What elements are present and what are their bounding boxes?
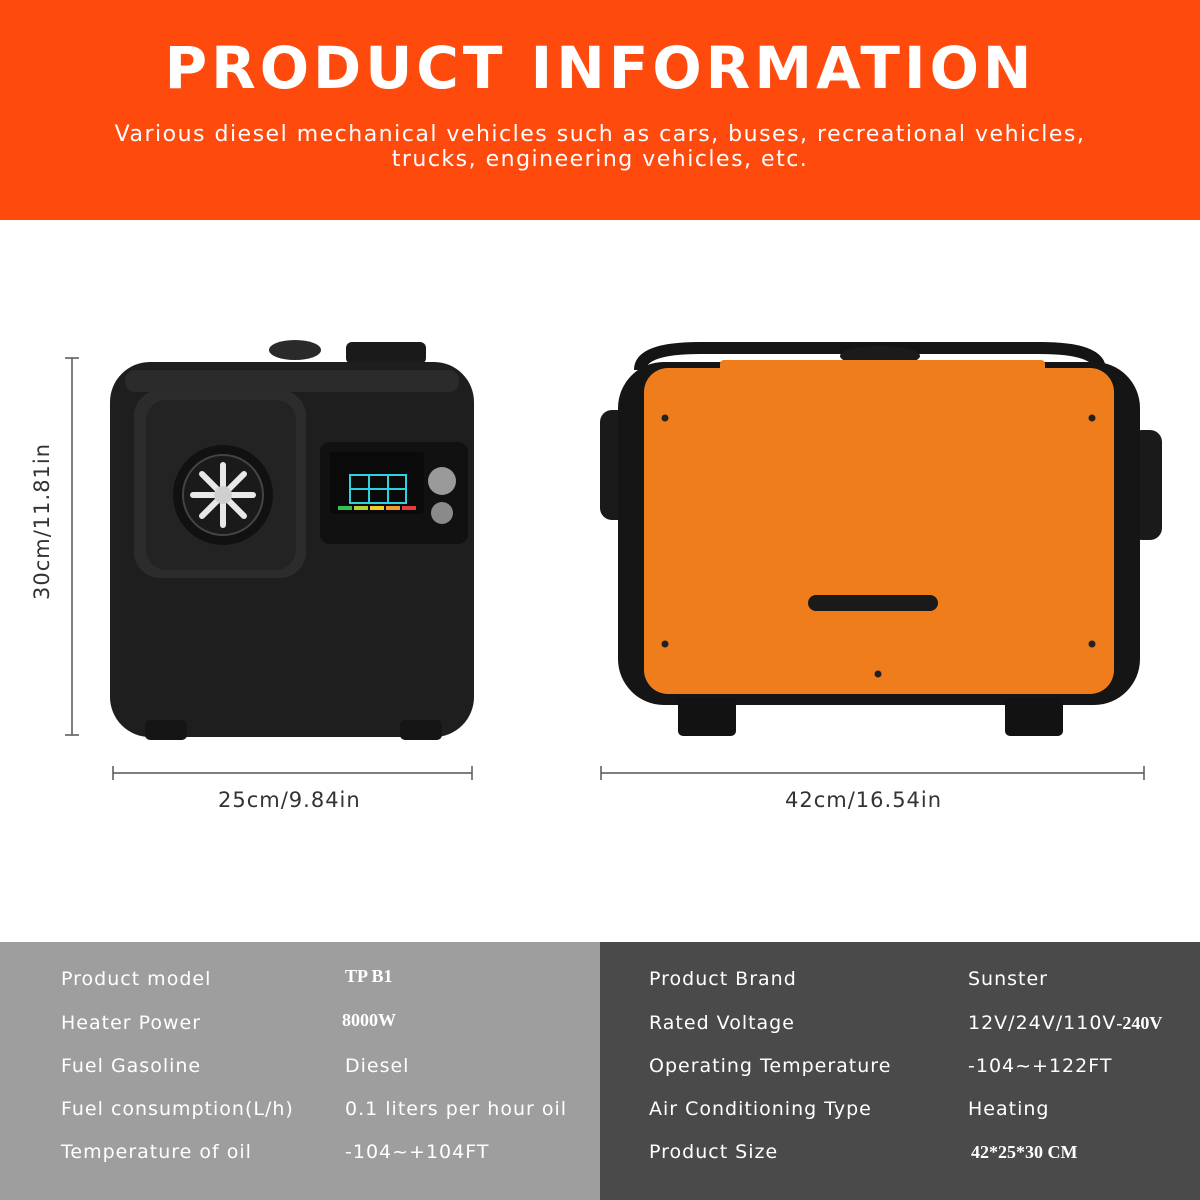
spec-value: TP B1 — [345, 966, 393, 986]
spec-value: 42*25*30 CM — [971, 1142, 1078, 1162]
spec-label: Rated Voltage — [649, 1012, 795, 1034]
spec-label: Product Brand — [649, 968, 797, 990]
spec-value: Sunster — [968, 968, 1048, 990]
spec-label: Heater Power — [61, 1012, 202, 1034]
front-width-dimension-label: 25cm/9.84in — [218, 788, 361, 812]
page-title: PRODUCT INFORMATION — [164, 34, 1036, 102]
spec-label: Fuel consumption(L/h) — [61, 1098, 294, 1120]
spec-value: Heating — [968, 1098, 1050, 1120]
specifications-table: Product model TP B1 Heater Power 8000W F… — [0, 942, 1200, 1200]
specs-right-column: Product Brand Sunster Rated Voltage 12V/… — [600, 942, 1200, 1200]
product-illustration — [65, 340, 1162, 780]
spec-label: Temperature of oil — [61, 1141, 252, 1163]
voltage-range: 12V/24V/110V — [968, 1012, 1117, 1034]
height-dimension-label: 30cm/11.81in — [30, 442, 54, 600]
subtitle-line-1: Various diesel mechanical vehicles such … — [114, 122, 1086, 147]
spec-value: 12V/24V/110V-240V — [968, 1012, 1162, 1034]
header-banner: PRODUCT INFORMATION Various diesel mecha… — [0, 0, 1200, 220]
spec-value: -104~+104FT — [345, 1141, 490, 1163]
temperature-display-digits — [349, 474, 407, 504]
spec-label: Air Conditioning Type — [649, 1098, 872, 1120]
spec-value: 0.1 liters per hour oil — [345, 1098, 568, 1120]
heater-front-view — [110, 340, 474, 740]
heater-side-view — [600, 342, 1162, 736]
specs-left-column: Product model TP B1 Heater Power 8000W F… — [0, 942, 600, 1200]
spec-value: -104~+122FT — [968, 1055, 1113, 1077]
side-width-dimension-line — [600, 766, 1145, 780]
status-bar — [338, 506, 416, 510]
spec-label: Fuel Gasoline — [61, 1055, 202, 1077]
subtitle-line-2: trucks, engineering vehicles, etc. — [391, 147, 809, 172]
product-stage: 30cm/11.81in 25cm/9.84in 42cm/16.54in — [0, 220, 1200, 942]
spec-label: Operating Temperature — [649, 1055, 892, 1077]
side-width-dimension-label: 42cm/16.54in — [785, 788, 943, 812]
spec-label: Product Size — [649, 1141, 779, 1163]
front-width-dimension-line — [112, 766, 473, 780]
page-subtitle: Various diesel mechanical vehicles such … — [80, 122, 1120, 172]
voltage-suffix: -240V — [1116, 1013, 1163, 1033]
height-dimension-line — [65, 357, 79, 736]
spec-label: Product model — [61, 968, 212, 990]
spec-value: Diesel — [345, 1055, 410, 1077]
spec-value: 8000W — [342, 1010, 396, 1030]
